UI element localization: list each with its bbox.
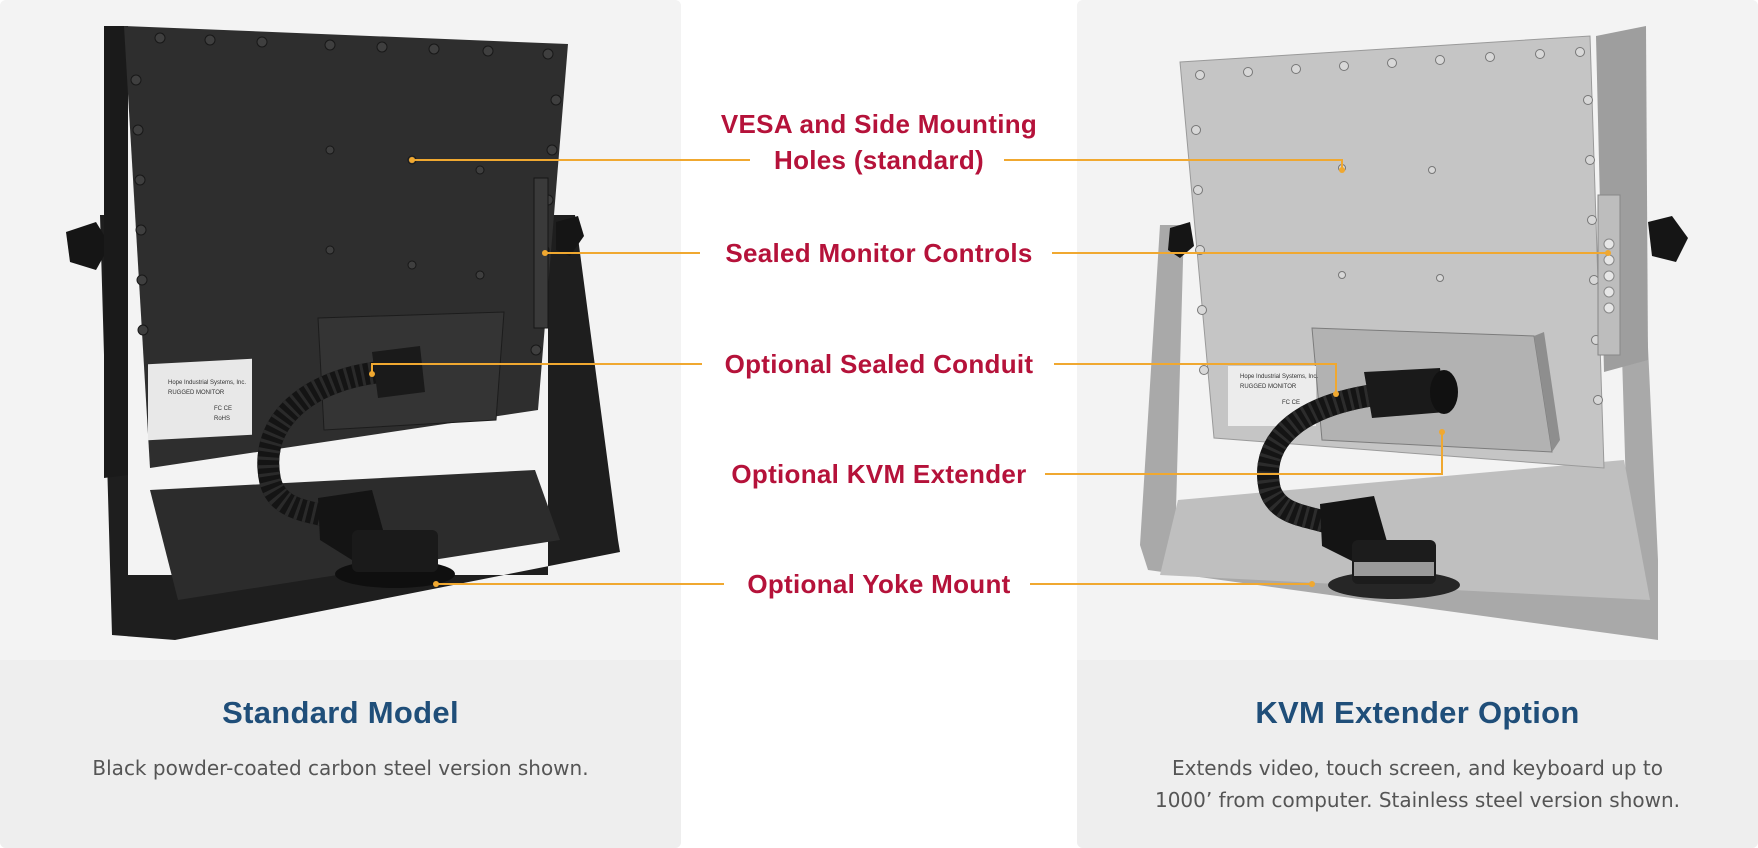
stainless-perimeter-bolts: [1191, 47, 1603, 405]
stainless-right-knob: [1648, 216, 1688, 262]
stainless-left-knob: [1168, 222, 1194, 258]
leader-conduit-right: [1054, 363, 1337, 394]
callout-vesa-line2: Holes (standard): [774, 145, 984, 175]
black-left-knob: [66, 222, 110, 270]
stainless-conduit-fitting: [1364, 368, 1446, 418]
black-label-line-3: FC CE: [214, 406, 232, 412]
kvm-extender-caption-area: [1077, 660, 1758, 848]
standard-model-description: Black powder-coated carbon steel version…: [92, 756, 589, 780]
standard-model-caption-area: [0, 660, 681, 848]
black-perimeter-bolts: [130, 32, 562, 356]
callout-sealed-conduit: Optional Sealed Conduit: [724, 349, 1034, 379]
stainless-label-line-1: Hope Industrial Systems, Inc.: [1240, 374, 1318, 380]
leader-conduit-left: [371, 363, 702, 374]
black-enclosure-side: [104, 26, 128, 478]
black-product-label: [148, 358, 252, 441]
black-label-line-1: Hope Industrial Systems, Inc.: [168, 380, 246, 386]
callout-kvm-extender: Optional KVM Extender: [731, 459, 1027, 489]
black-monitor: Hope Industrial Systems, Inc. RUGGED MON…: [66, 26, 620, 640]
kvm-extender-description-line2: 1000’ from computer. Stainless steel ver…: [1154, 788, 1681, 812]
leader-lines: [371, 159, 1608, 585]
leader-vesa-right: [1004, 159, 1343, 170]
callout-vesa-line1: VESA and Side Mounting: [720, 109, 1038, 139]
callout-yoke-mount: Optional Yoke Mount: [747, 569, 1011, 599]
black-label-line-2: RUGGED MONITOR: [168, 390, 225, 396]
stainless-monitor: Hope Industrial Systems, Inc. RUGGED MON…: [1140, 26, 1688, 640]
standard-model-title: Standard Model: [222, 695, 459, 730]
kvm-extender-description-line1: Extends video, touch screen, and keyboar…: [1171, 756, 1663, 780]
callout-vesa-holes: VESA and Side Mounting Holes (standard): [690, 106, 1068, 178]
callout-sealed-controls: Sealed Monitor Controls: [725, 238, 1033, 268]
leader-kvm-right: [1045, 432, 1443, 475]
black-conduit-fitting: [372, 346, 425, 398]
leader-endpoints: [369, 157, 1611, 587]
stainless-label-line-3: FC CE: [1282, 400, 1300, 406]
stainless-label-line-2: RUGGED MONITOR: [1240, 384, 1297, 390]
black-yoke-mount: [100, 215, 620, 640]
black-label-line-4: RoHS: [214, 416, 230, 422]
kvm-extender-title: KVM Extender Option: [1255, 695, 1580, 730]
black-right-knob: [556, 216, 584, 256]
kvm-extender-description: Extends video, touch screen, and keyboar…: [1097, 752, 1738, 816]
